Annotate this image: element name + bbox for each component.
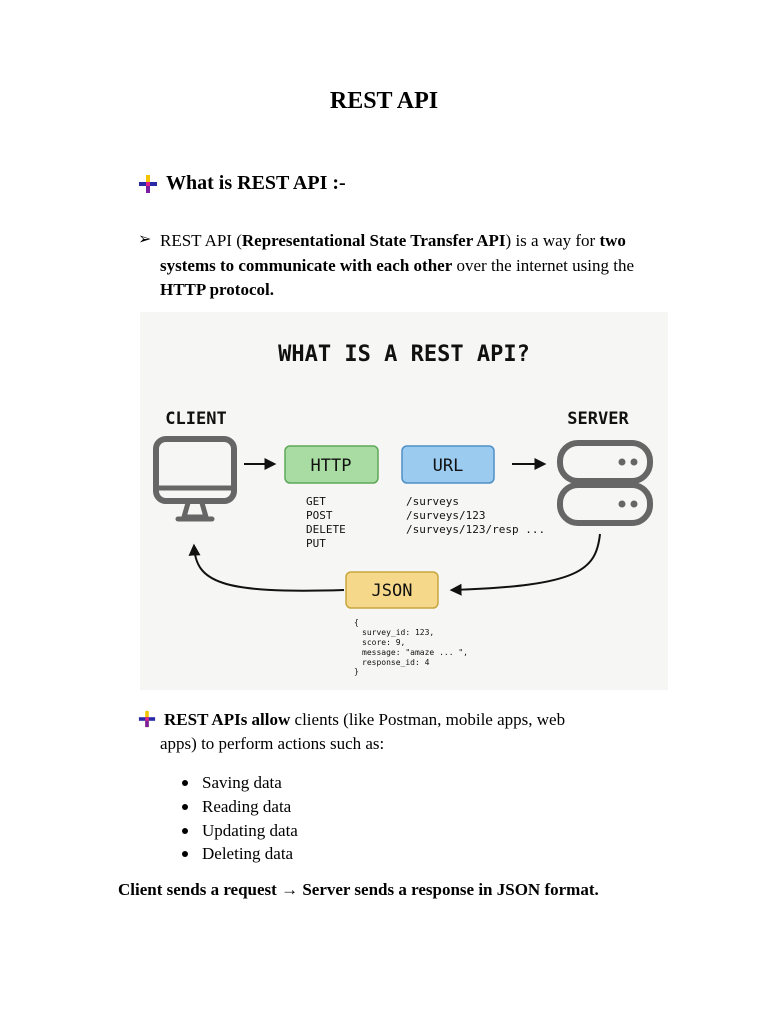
url-item: /surveys/123	[406, 509, 485, 522]
pin-bullet-icon	[138, 710, 156, 728]
url-item: /surveys/123/resp ...	[406, 523, 545, 536]
diagram-title: WHAT IS A REST API?	[278, 342, 530, 367]
client-label: CLIENT	[165, 409, 226, 429]
pin-bullet-icon	[139, 174, 157, 193]
json-line: survey_id: 123,	[362, 628, 434, 637]
http-box	[284, 445, 379, 484]
json-box	[345, 571, 439, 609]
json-line: message: "amaze ... ",	[362, 648, 468, 657]
json-to-client-arrow	[188, 543, 345, 592]
list-item: Deleting data	[178, 842, 298, 866]
section-heading: What is REST API :-	[138, 172, 346, 195]
monitor-icon	[153, 436, 237, 522]
method-item: GET	[306, 495, 326, 508]
heading-text: What is REST API :-	[166, 172, 346, 194]
diagram-svg: WHAT IS A REST API? CLIENT SERVER	[153, 342, 653, 676]
json-line: response_id: 4	[362, 658, 430, 667]
url-box	[401, 445, 495, 484]
actions-list: Saving data Reading data Updating data D…	[178, 771, 298, 866]
page-title: REST API	[329, 88, 439, 114]
allow-paragraph: REST APIs allow clients (like Postman, m…	[160, 710, 566, 753]
list-item: Reading data	[178, 795, 298, 819]
method-item: PUT	[306, 537, 326, 550]
json-line: score: 9,	[362, 638, 405, 647]
rest-api-diagram: WHAT IS A REST API? CLIENT SERVER	[140, 312, 668, 690]
list-item: Updating data	[178, 819, 298, 843]
json-label: JSON	[372, 581, 413, 601]
list-item: Saving data	[178, 771, 298, 795]
intro-paragraph: REST API (Representational State Transfe…	[160, 231, 635, 299]
summary-line: Client sends a request → Server sends a …	[118, 880, 599, 899]
http-label: HTTP	[311, 456, 352, 476]
url-label: URL	[433, 456, 464, 476]
json-line: }	[354, 667, 359, 676]
url-item: /surveys	[406, 495, 459, 508]
server-to-json-arrow	[449, 533, 601, 596]
server-icon	[557, 440, 653, 526]
server-label: SERVER	[567, 409, 629, 429]
method-item: POST	[306, 509, 333, 522]
method-item: DELETE	[306, 523, 346, 536]
arrow-bullet-icon: ➢	[138, 231, 152, 248]
json-line: {	[354, 618, 359, 627]
